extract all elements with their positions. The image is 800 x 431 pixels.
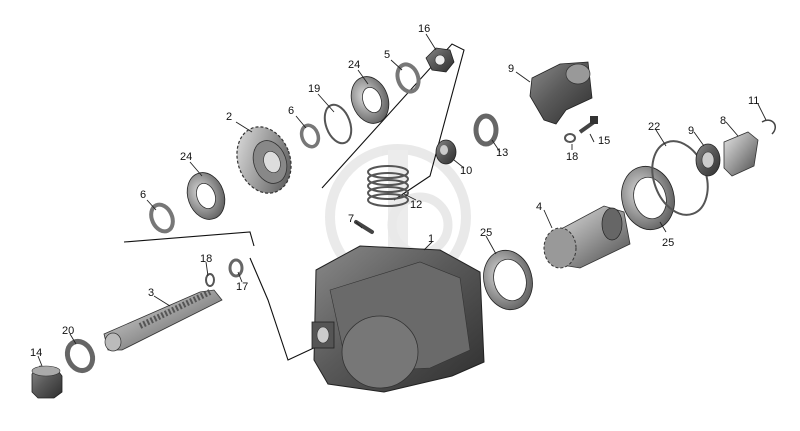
part-24-bearing-left <box>186 172 226 220</box>
part-5-washer <box>395 62 421 94</box>
part-6-washer-upper <box>299 123 321 149</box>
part-12-clip <box>761 119 776 135</box>
part-9-coupling <box>695 143 721 177</box>
part-25-bearing-right <box>621 165 675 231</box>
callout-8: 8 <box>720 115 726 127</box>
part-25-seal-left <box>483 249 533 311</box>
callout-22: 19 <box>308 83 320 95</box>
callout-25-right: 25 <box>662 237 674 249</box>
part-7-pin <box>354 220 374 234</box>
callout-5: 5 <box>384 49 390 61</box>
part-19-washer <box>228 258 244 278</box>
leader-lines <box>37 33 767 367</box>
callout-12: 11 <box>748 95 759 107</box>
part-6-washer-left <box>149 202 175 234</box>
part-22-snap-ring <box>323 103 353 145</box>
callout-labels: 16 5 24 19 6 2 24 6 3 18 17 20 14 12 7 1… <box>30 23 759 359</box>
callout-18: 18 <box>566 151 578 163</box>
part-3-shaft <box>103 289 223 352</box>
callout-24-left: 24 <box>180 151 192 163</box>
callout-2: 2 <box>226 111 232 123</box>
callout-15: 14 <box>30 347 42 359</box>
part-4-drive-gear <box>543 205 631 269</box>
callout-17: 16 <box>418 23 430 35</box>
callout-4: 4 <box>536 201 542 213</box>
callout-9: 9 <box>688 125 694 137</box>
callout-23: 22 <box>648 121 660 133</box>
callout-20: 20 <box>62 325 74 337</box>
part-18-washer <box>564 133 576 143</box>
part-15-plug <box>31 365 63 399</box>
callout-11: 10 <box>460 165 472 177</box>
callout-25-left: 25 <box>480 227 492 239</box>
callout-10: 9 <box>508 63 514 75</box>
callout-7: 7 <box>348 213 354 225</box>
callout-21: 18 <box>200 253 212 265</box>
callout-6-upper: 6 <box>288 105 294 117</box>
part-21-ring <box>205 273 215 287</box>
part-13-spring <box>367 165 409 207</box>
callout-16: 15 <box>598 135 610 147</box>
part-16-bolt <box>578 116 598 134</box>
callout-6-left: 6 <box>140 189 146 201</box>
part-11-plunger <box>435 139 457 165</box>
callout-14: 13 <box>496 147 508 159</box>
callout-19: 17 <box>236 281 248 293</box>
callout-13: 12 <box>410 199 422 211</box>
part-14-seal <box>473 113 499 147</box>
callout-1: 1 <box>428 233 434 245</box>
callout-3: 3 <box>148 287 154 299</box>
part-24-bearing-upper <box>350 76 390 124</box>
part-10-bracket <box>529 61 593 125</box>
callout-24-upper: 24 <box>348 59 360 71</box>
part-2-gear <box>236 126 292 194</box>
part-17-nut <box>425 47 455 73</box>
part-8-shaft-end <box>723 131 759 177</box>
part-20-washer <box>64 338 96 374</box>
part-1-housing <box>311 245 485 393</box>
